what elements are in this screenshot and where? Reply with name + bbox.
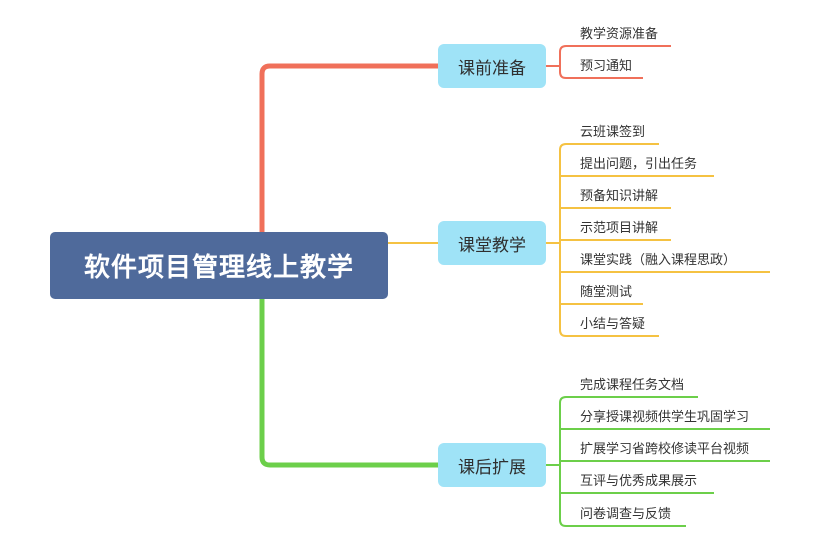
leaf-topic-label: 小结与答疑 [580,317,646,332]
leaf-topic[interactable]: 小结与答疑 [580,315,645,335]
connector-leaf-underline [559,207,671,243]
connector-root-branch-3 [259,296,441,468]
leaf-topic-label: 分享授课视频供学生巩固学习 [580,410,750,425]
leaf-topic-label: 提出问题，引出任务 [580,157,698,172]
leaf-topic[interactable]: 课堂实践（融入课程思政） [580,251,736,271]
connector-leaf-underline [559,45,671,66]
leaf-topic-label: 示范项目讲解 [580,221,659,236]
leaf-topic[interactable]: 预备知识讲解 [580,187,658,207]
branch-topic-label: 课后扩展 [458,457,526,478]
connector-root-branch-1 [259,63,441,235]
leaf-topic[interactable]: 提出问题，引出任务 [580,155,697,175]
leaf-topic-label: 预备知识讲解 [580,189,659,204]
leaf-topic[interactable]: 示范项目讲解 [580,219,658,239]
branch-topic-pre-class[interactable]: 课前准备 [438,44,546,88]
leaf-topic[interactable]: 互评与优秀成果展示 [580,472,697,492]
leaf-topic-label: 扩展学习省跨校修读平台视频 [580,442,750,457]
connector-leaf-underline [559,66,643,79]
leaf-topic-label: 互评与优秀成果展示 [580,474,698,489]
connector-leaf-underline [559,243,659,337]
leaf-topic[interactable]: 完成课程任务文档 [580,376,684,396]
leaf-topic-label: 随堂测试 [580,285,633,300]
connector-leaf-underline [559,239,671,243]
leaf-topic[interactable]: 扩展学习省跨校修读平台视频 [580,440,749,460]
leaf-topic[interactable]: 教学资源准备 [580,25,658,45]
root-topic[interactable]: 软件项目管理线上教学 [50,232,388,299]
branch-topic-after-class[interactable]: 课后扩展 [438,443,546,487]
leaf-topic-label: 课堂实践（融入课程思政） [580,253,737,268]
leaf-topic-label: 预习通知 [580,59,633,74]
leaf-topic-label: 云班课签到 [580,125,646,140]
leaf-topic[interactable]: 随堂测试 [580,283,632,303]
connector-leaf-underline [559,428,770,465]
leaf-topic-label: 问卷调查与反馈 [580,507,672,522]
leaf-topic[interactable]: 云班课签到 [580,123,645,143]
connector-leaf-underline [559,143,659,243]
leaf-topic-label: 完成课程任务文档 [580,378,685,393]
root-topic-label: 软件项目管理线上教学 [83,253,354,283]
connector-leaf-underline [559,396,698,465]
leaf-topic[interactable]: 问卷调查与反馈 [580,505,671,525]
branch-topic-label: 课堂教学 [458,235,526,256]
branch-topic-label: 课前准备 [458,58,526,79]
leaf-topic-label: 教学资源准备 [580,27,659,42]
leaf-topic[interactable]: 预习通知 [580,57,632,77]
leaf-topic[interactable]: 分享授课视频供学生巩固学习 [580,408,749,428]
branch-topic-in-class[interactable]: 课堂教学 [438,221,546,265]
connector-leaf-underline [559,465,686,527]
connector-leaf-underline [559,460,770,465]
